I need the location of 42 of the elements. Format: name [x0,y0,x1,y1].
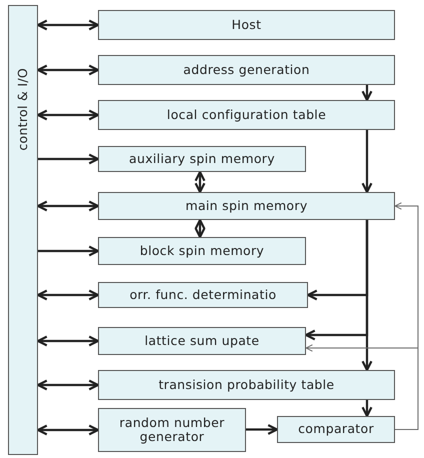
process-box [98,327,306,355]
box-label: Host [232,18,262,32]
control-bar [8,5,38,455]
arrow [246,424,278,435]
arrow [36,64,100,76]
process-box [98,237,306,265]
process-box [98,408,246,452]
arrow [36,110,100,120]
box-label: auxiliary spin memory [129,152,275,166]
process-box [98,10,395,40]
arrow [394,202,418,430]
box-label: control & I/O [16,68,30,151]
arrow [194,218,206,238]
box-label: local configuration table [166,108,326,122]
box-label: main spin memory [185,198,308,214]
arrow [362,85,372,102]
box-label: orr. func. determinatio [130,288,276,302]
arrow [38,246,100,256]
box-label: transision probability table [158,378,334,392]
process-box [98,55,395,85]
process-box [98,192,395,220]
box-label: address generation [183,62,310,78]
process-box [98,146,306,172]
arrow [36,290,100,300]
box-label: random number generator [118,416,226,444]
box-label: comparator [298,422,374,437]
process-box [98,100,395,130]
arrow [362,130,372,194]
arrow [362,220,372,372]
box-label: lattice sum upate [144,334,260,348]
process-box [277,416,395,443]
arrow [36,336,100,346]
arrow [36,200,100,212]
arrow [194,170,206,194]
arrow [36,424,100,436]
process-box [98,370,395,400]
box-label: block spin memory [140,244,264,258]
arrow [38,154,100,164]
arrow [36,380,100,390]
arrow [362,400,372,418]
arrow [36,20,100,30]
process-box [98,282,308,308]
